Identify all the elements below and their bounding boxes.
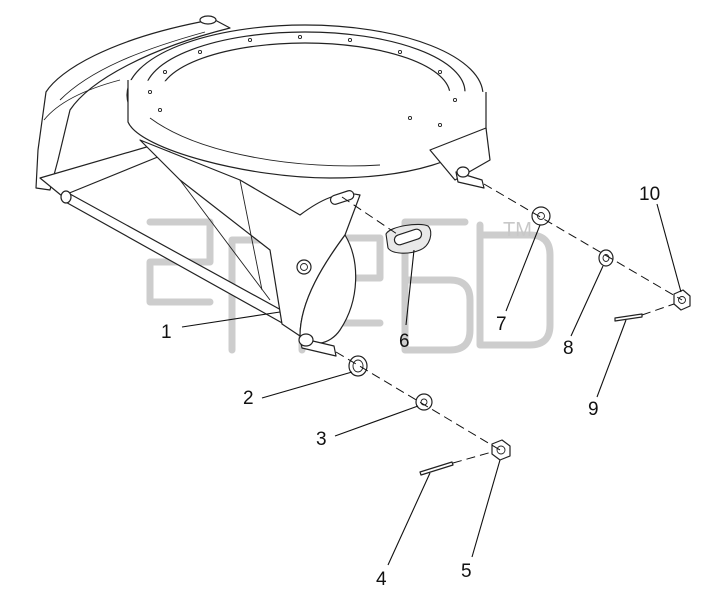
leader-8	[570, 265, 604, 337]
part-6-slot-plate	[385, 223, 432, 254]
part-4-cotter-pin	[419, 461, 454, 476]
leader-4	[387, 472, 431, 566]
assembly-axis-pin-upper	[641, 303, 675, 316]
callout-2: 2	[243, 388, 254, 409]
leader-9	[596, 319, 627, 398]
leader-6	[405, 249, 415, 326]
assembly-axis-lower	[335, 351, 501, 451]
callout-9: 9	[588, 399, 599, 420]
leader-7	[505, 224, 541, 312]
part-8-spacer	[598, 249, 614, 267]
callout-5: 5	[461, 561, 472, 582]
callout-7: 7	[496, 314, 507, 335]
leader-5	[471, 459, 501, 558]
assembly-axis-plate	[341, 196, 401, 237]
watermark-trademark: TM	[503, 219, 532, 241]
part-2-bushing	[348, 355, 368, 377]
leader-2	[261, 371, 353, 399]
callout-10: 10	[639, 184, 660, 205]
leader-3	[334, 405, 419, 437]
leader-10	[656, 203, 682, 293]
callout-3: 3	[316, 429, 327, 450]
assembly-axis-upper	[483, 183, 683, 301]
callout-8: 8	[563, 338, 574, 359]
callout-4: 4	[376, 569, 387, 590]
callout-6: 6	[399, 331, 410, 352]
part-5-castle-nut	[491, 439, 511, 461]
part-9-cotter-pin	[614, 313, 643, 322]
leader-1	[181, 311, 281, 328]
part-3-washer	[415, 393, 433, 411]
callout-1: 1	[161, 322, 172, 343]
part-7-washer	[531, 206, 551, 226]
frame-part-1	[35, 15, 491, 357]
assembly-axis-pin-lower	[452, 451, 493, 464]
